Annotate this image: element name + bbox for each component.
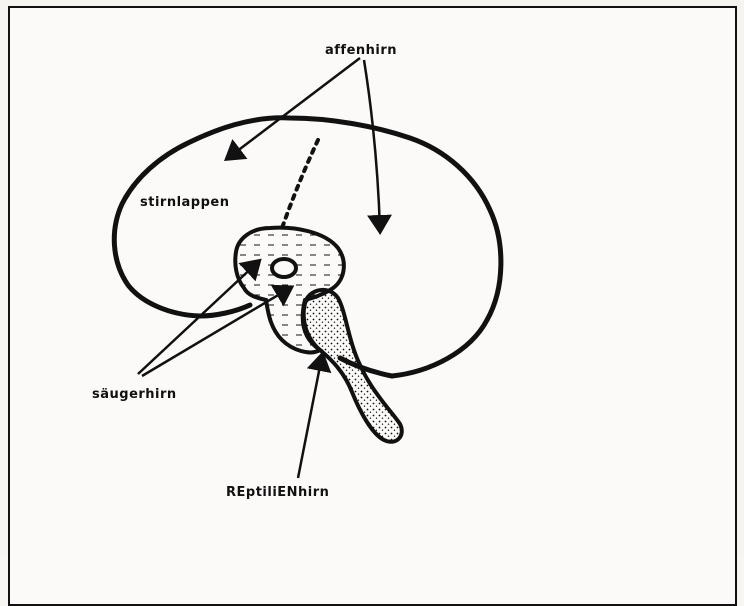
label-stirnlappen: stirnlappen [140,195,230,210]
label-affenhirn: affenhirn [325,43,397,58]
label-reptilienhirn: REptiliENhirn [226,485,329,500]
affenhirn-arrow-left [228,58,360,158]
page: affenhirn stirnlappen säugerhirn REptili… [0,0,744,555]
label-saeugerhirn: säugerhirn [92,387,177,402]
figure-caption [70,534,730,556]
brainstem-region [304,290,402,442]
thalamus-oval [272,259,296,277]
reptilienhirn-arrow [298,356,322,478]
brain-diagram: affenhirn stirnlappen säugerhirn REptili… [0,0,744,555]
affenhirn-arrow-down [364,60,380,230]
division-dotted-line [282,140,318,228]
